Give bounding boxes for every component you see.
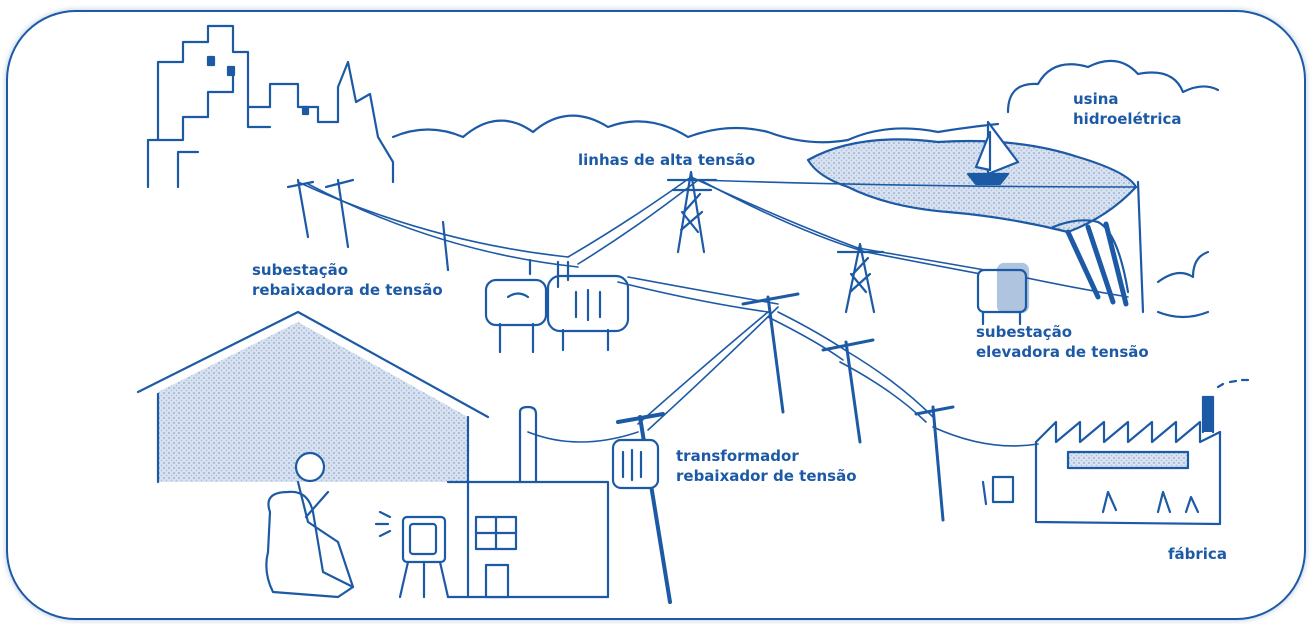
distribution-pole bbox=[821, 338, 875, 444]
step-down-substation bbox=[484, 258, 630, 354]
diagram-frame: usina hidroelétrica linhas de alta tensã… bbox=[6, 10, 1306, 620]
pole-transformer bbox=[611, 438, 660, 490]
label-subestacao-elevadora: subestação elevadora de tensão bbox=[976, 322, 1149, 362]
label-usina: usina hidroelétrica bbox=[1073, 89, 1181, 129]
label-linhas-alta-tensao: linhas de alta tensão bbox=[578, 151, 756, 169]
dam bbox=[1051, 180, 1210, 319]
label-subestacao-rebaixadora: subestação rebaixadora de tensão bbox=[252, 260, 443, 300]
label-transformador: transformador rebaixador de tensão bbox=[676, 446, 857, 486]
distribution-pole bbox=[741, 292, 800, 414]
city-skyline bbox=[146, 24, 395, 189]
distribution-pole bbox=[914, 405, 955, 522]
label-sub-elevadora-line1: subestação bbox=[976, 323, 1073, 341]
high-voltage-tower bbox=[836, 242, 885, 314]
factory bbox=[981, 378, 1250, 526]
person-watching-tv bbox=[265, 451, 450, 599]
label-transformador-line1: transformador bbox=[676, 447, 799, 465]
cloud bbox=[1006, 59, 1220, 114]
label-transformador-line2: rebaixador de tensão bbox=[676, 467, 857, 485]
label-sub-rebaixadora-line2: rebaixadora de tensão bbox=[252, 281, 443, 299]
label-usina-line1: usina bbox=[1073, 90, 1119, 108]
label-usina-line2: hidroelétrica bbox=[1073, 110, 1182, 128]
mountains bbox=[391, 114, 1000, 144]
label-fabrica: fábrica bbox=[1168, 545, 1227, 563]
step-up-substation bbox=[976, 262, 1030, 326]
label-sub-elevadora-line2: elevadora de tensão bbox=[976, 343, 1149, 361]
power-distribution-illustration bbox=[136, 24, 1250, 604]
house bbox=[136, 310, 610, 599]
label-sub-rebaixadora-line1: subestação bbox=[252, 261, 349, 279]
high-voltage-lines bbox=[297, 176, 1139, 298]
